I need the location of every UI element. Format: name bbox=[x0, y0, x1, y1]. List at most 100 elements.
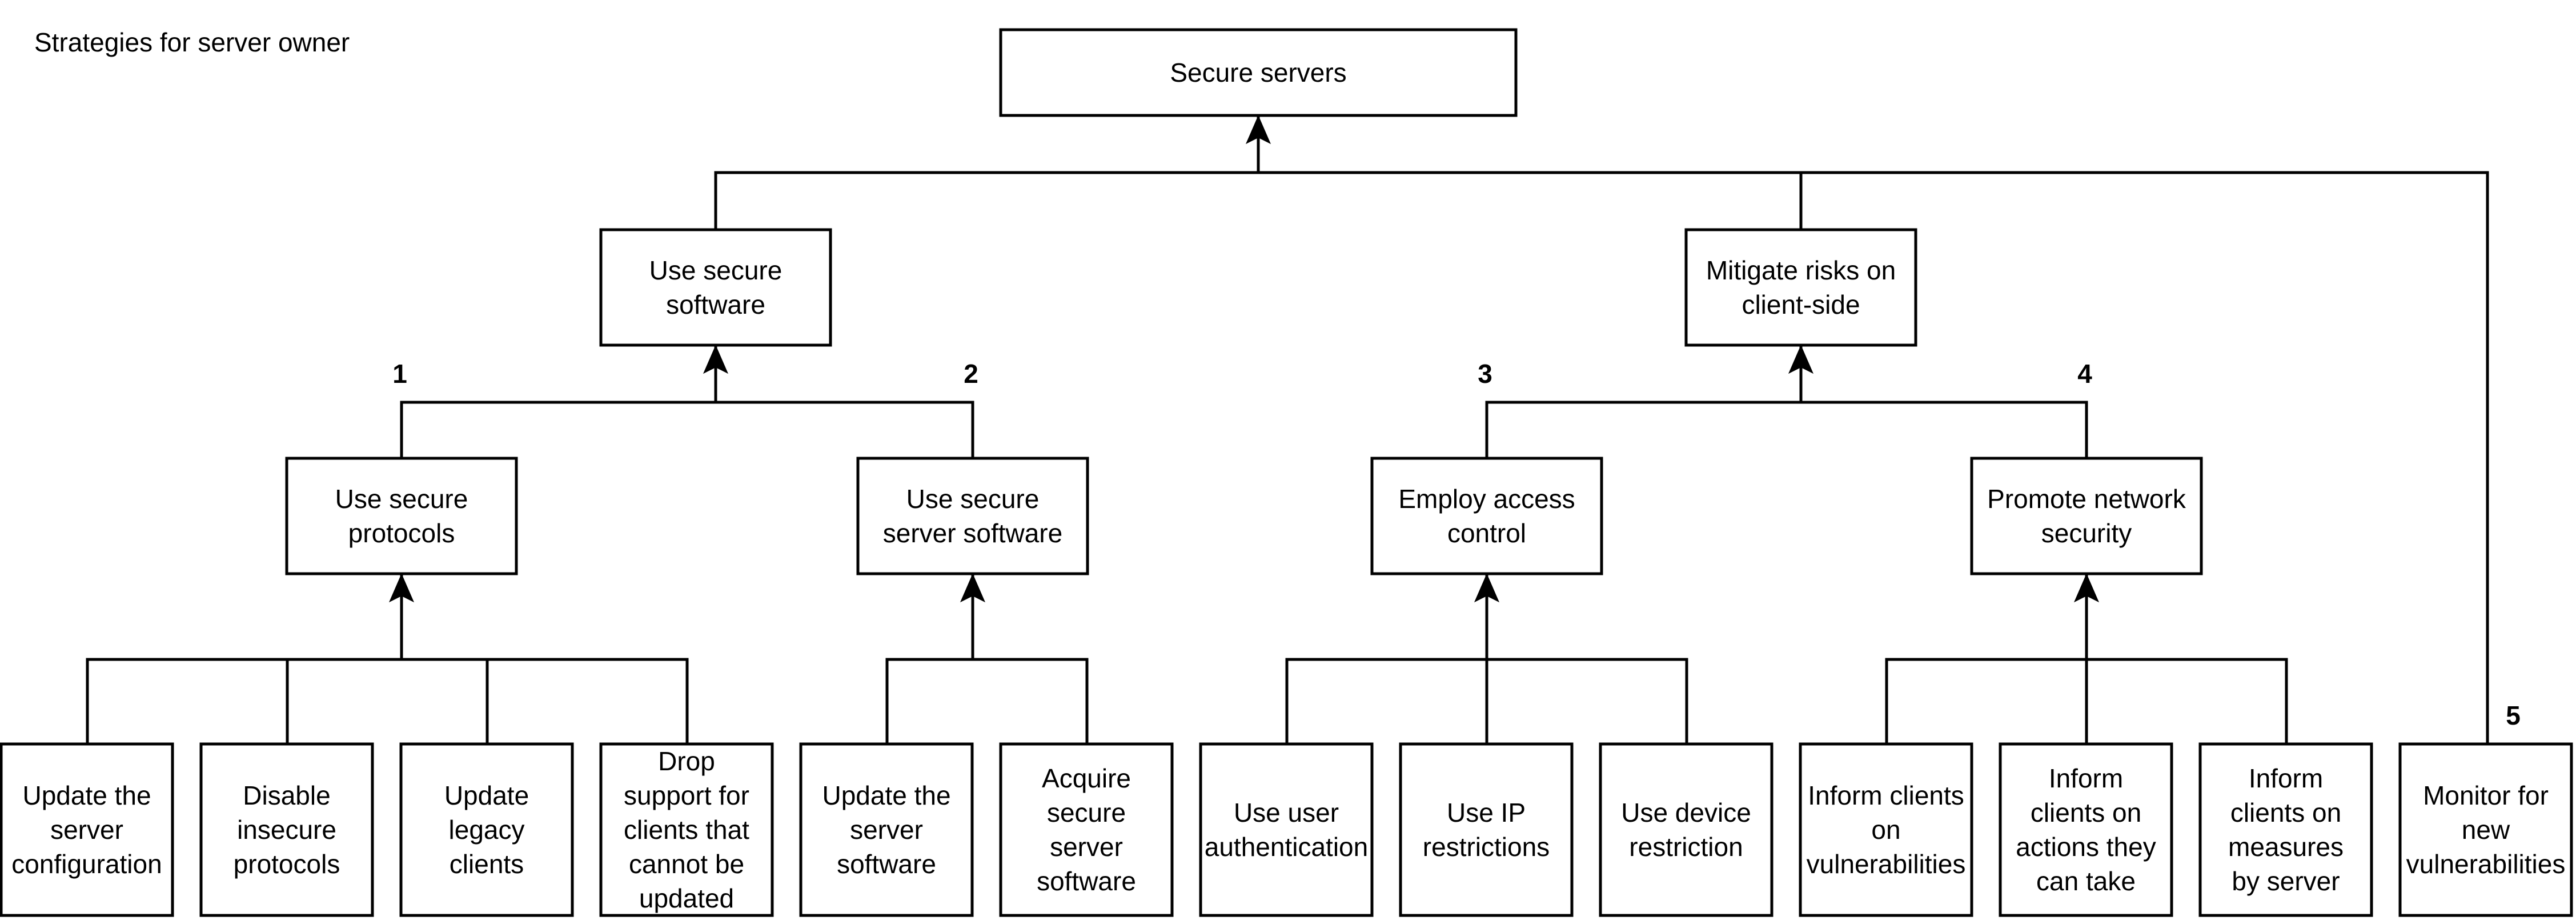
node-box bbox=[0, 742, 174, 917]
node-label-line: Update bbox=[444, 781, 529, 810]
node-label-line: clients on bbox=[2031, 798, 2141, 827]
node-label-line: Use secure bbox=[335, 484, 468, 514]
node-mitigate-client-risks: Mitigate risks on client-side bbox=[1684, 228, 1917, 347]
node-box bbox=[1999, 742, 2173, 917]
node-label-line: protocols bbox=[348, 518, 455, 548]
connectors bbox=[86, 115, 2489, 744]
node-label-line: can take bbox=[2036, 866, 2136, 896]
node-label-line: Use secure bbox=[906, 484, 1040, 514]
node-label-line: Use device bbox=[1621, 798, 1751, 827]
node-label-line: configuration bbox=[11, 849, 162, 879]
node-inform-measures: Inform clients on measures by server bbox=[2198, 742, 2373, 917]
node-box bbox=[1799, 742, 1973, 917]
node-label-line: Use secure bbox=[649, 255, 783, 285]
node-acquire-secure-software: Acquire secure server software bbox=[999, 742, 1174, 917]
arrowhead-protocols bbox=[388, 573, 415, 603]
node-label-line: clients that bbox=[624, 815, 749, 845]
branch-number-5: 5 bbox=[2506, 701, 2521, 730]
node-label-line: support for bbox=[624, 781, 749, 810]
node-label-line: vulnerabilities bbox=[2406, 849, 2566, 879]
arrowhead-root bbox=[1245, 115, 1271, 145]
branch-number-4: 4 bbox=[2077, 359, 2092, 389]
node-box bbox=[285, 457, 518, 575]
arrowhead-software bbox=[703, 345, 729, 374]
node-label-line: cannot be bbox=[629, 849, 744, 879]
arrowhead-access bbox=[1474, 573, 1500, 603]
node-label-line: Monitor for bbox=[2423, 781, 2549, 810]
node-label-line: insecure bbox=[237, 815, 336, 845]
node-box bbox=[2398, 742, 2573, 917]
branch-number-2: 2 bbox=[964, 359, 978, 389]
node-label-line: legacy bbox=[449, 815, 525, 845]
node-label-line: new bbox=[2462, 815, 2510, 845]
node-label-line: secure bbox=[1047, 798, 1126, 827]
node-label-line: Drop bbox=[658, 746, 715, 776]
node-label-line: by server bbox=[2232, 866, 2340, 896]
node-label-line: software bbox=[666, 290, 765, 319]
node-box bbox=[1399, 742, 1574, 917]
node-box bbox=[399, 742, 574, 917]
node-label-line: Use IP bbox=[1447, 798, 1526, 827]
node-label-line: Disable bbox=[243, 781, 330, 810]
node-label-line: server bbox=[850, 815, 923, 845]
arrowhead-mitigate bbox=[1788, 345, 1814, 374]
node-label-line: Inform bbox=[2249, 763, 2323, 793]
node-label-line: Promote network bbox=[1987, 484, 2186, 514]
node-label-line: clients bbox=[450, 849, 524, 879]
node-label-line: protocols bbox=[234, 849, 340, 879]
node-label-line: Update the bbox=[822, 781, 950, 810]
node-label-line: restriction bbox=[1629, 832, 1743, 862]
node-label-line: measures bbox=[2228, 832, 2344, 862]
node-label-line: Employ access bbox=[1398, 484, 1575, 514]
node-label-line: Update the bbox=[22, 781, 151, 810]
node-label-line: Mitigate risks on bbox=[1706, 255, 1896, 285]
node-label-line: on bbox=[1871, 815, 1900, 845]
diagram-title: Strategies for server owner bbox=[34, 27, 350, 57]
node-update-server-software: Update the server software bbox=[799, 742, 974, 917]
node-box bbox=[799, 742, 974, 917]
node-box bbox=[856, 457, 1089, 575]
arrowhead-network bbox=[2073, 573, 2100, 603]
node-label-line: Use user bbox=[1234, 798, 1339, 827]
connector-level1-bus bbox=[714, 171, 2489, 744]
node-label-line: software bbox=[837, 849, 936, 879]
node-label-line: updated bbox=[639, 883, 734, 913]
node-label-line: Acquire bbox=[1042, 763, 1131, 793]
node-box bbox=[1970, 457, 2203, 575]
node-use-secure-software: Use secure software bbox=[599, 228, 832, 347]
node-label-line: security bbox=[2041, 518, 2132, 548]
node-label-line: server bbox=[50, 815, 123, 845]
connector-mitigate-bus bbox=[1485, 401, 2088, 458]
node-box bbox=[1599, 742, 1773, 917]
branch-numbers: 1 2 3 4 5 bbox=[392, 359, 2521, 730]
branch-number-3: 3 bbox=[1478, 359, 1492, 389]
node-update-legacy-clients: Update legacy clients bbox=[399, 742, 574, 917]
connector-software-bus bbox=[400, 401, 974, 458]
node-promote-network-security: Promote network security bbox=[1970, 457, 2203, 575]
node-box bbox=[1199, 742, 1374, 917]
node-use-ip-restrictions: Use IP restrictions bbox=[1399, 742, 1574, 917]
node-box bbox=[2198, 742, 2373, 917]
node-use-secure-protocols: Use secure protocols bbox=[285, 457, 518, 575]
node-update-server-config: Update the server configuration bbox=[0, 742, 174, 917]
node-label-line: client-side bbox=[1742, 290, 1860, 319]
node-box bbox=[999, 742, 1174, 917]
node-label-line: control bbox=[1447, 518, 1526, 548]
node-box bbox=[999, 28, 1518, 117]
branch-number-1: 1 bbox=[392, 359, 407, 389]
node-box bbox=[199, 742, 374, 917]
node-label-line: clients on bbox=[2230, 798, 2341, 827]
node-use-device-restriction: Use device restriction bbox=[1599, 742, 1773, 917]
node-box bbox=[1684, 228, 1917, 347]
connector-server-software-bus bbox=[885, 658, 1089, 744]
node-disable-insecure-protocols: Disable insecure protocols bbox=[199, 742, 374, 917]
node-label-line: Secure servers bbox=[1170, 58, 1346, 87]
node-label-line: server software bbox=[883, 518, 1062, 548]
node-label-line: restrictions bbox=[1423, 832, 1550, 862]
node-monitor-vulnerabilities: Monitor for new vulnerabilities bbox=[2398, 742, 2573, 917]
node-label-line: server bbox=[1050, 832, 1123, 862]
node-root: Secure servers bbox=[999, 28, 1518, 117]
node-label-line: software bbox=[1037, 866, 1136, 896]
